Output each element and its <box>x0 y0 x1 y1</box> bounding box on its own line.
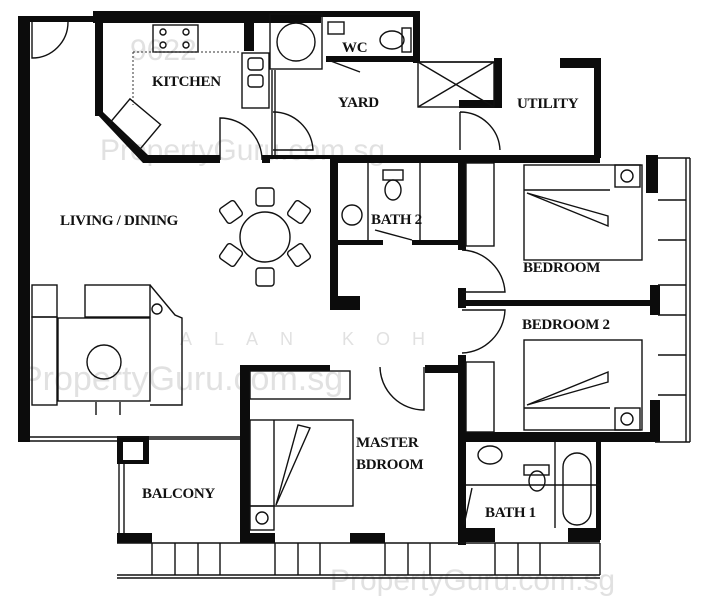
stove-icon <box>152 24 199 53</box>
master-door-icon <box>379 366 425 411</box>
fixtures <box>31 13 643 531</box>
wardrobe-icon <box>249 370 351 400</box>
bed-icon <box>523 339 643 431</box>
sink-icon <box>241 52 270 109</box>
label-bedroom: BEDROOM <box>523 260 600 276</box>
fridge-icon <box>108 97 162 151</box>
label-living-dining: LIVING / DINING <box>60 213 179 229</box>
bedroom-door-icon <box>461 249 506 293</box>
label-balcony: BALCONY <box>142 486 215 502</box>
kitchen-door-icon <box>219 117 263 161</box>
bath2-toilet-icon <box>384 179 402 201</box>
bed-icon <box>523 164 643 261</box>
label-master-bedroom: MASTER <box>356 435 419 451</box>
label-master-bedroom: BDROOM <box>356 457 424 473</box>
room-labels: KITCHEN WC YARD UTILITY LIVING / DINING … <box>60 40 610 521</box>
watermark-text: 9622 <box>130 34 197 67</box>
label-utility: UTILITY <box>517 96 579 112</box>
toilet-icon <box>379 30 405 50</box>
label-kitchen: KITCHEN <box>152 74 221 90</box>
label-bedroom2: BEDROOM 2 <box>522 317 610 333</box>
bath2-door-icon <box>374 229 413 241</box>
watermark-text: ALAN KOH <box>180 329 447 349</box>
entrance-door-icon <box>31 21 69 59</box>
bath1-door-icon <box>463 487 473 526</box>
label-yard: YARD <box>338 95 379 111</box>
washer-icon <box>269 13 323 70</box>
label-wc: WC <box>342 40 367 56</box>
utility-door-icon <box>459 111 501 151</box>
doors <box>31 21 506 526</box>
bay-window-mullions <box>151 199 686 575</box>
walls <box>18 11 660 545</box>
sofa-set-icon <box>31 284 183 415</box>
bathtub-icon <box>562 452 592 526</box>
bedroom2-door-icon <box>461 309 506 354</box>
wardrobe-icon <box>465 361 495 433</box>
label-bath1: BATH 1 <box>485 505 536 521</box>
bath1-toilet-icon <box>528 470 546 492</box>
wardrobe-icon <box>465 162 495 247</box>
watermark-text: PropertyGuru.com.sg <box>330 564 615 597</box>
label-bath2: BATH 2 <box>371 212 422 228</box>
dining-table-icon <box>218 187 312 287</box>
yard-door-icon <box>272 111 314 151</box>
bed-icon <box>249 419 354 507</box>
thin-lines <box>30 61 691 579</box>
wc-door-icon <box>327 59 361 73</box>
